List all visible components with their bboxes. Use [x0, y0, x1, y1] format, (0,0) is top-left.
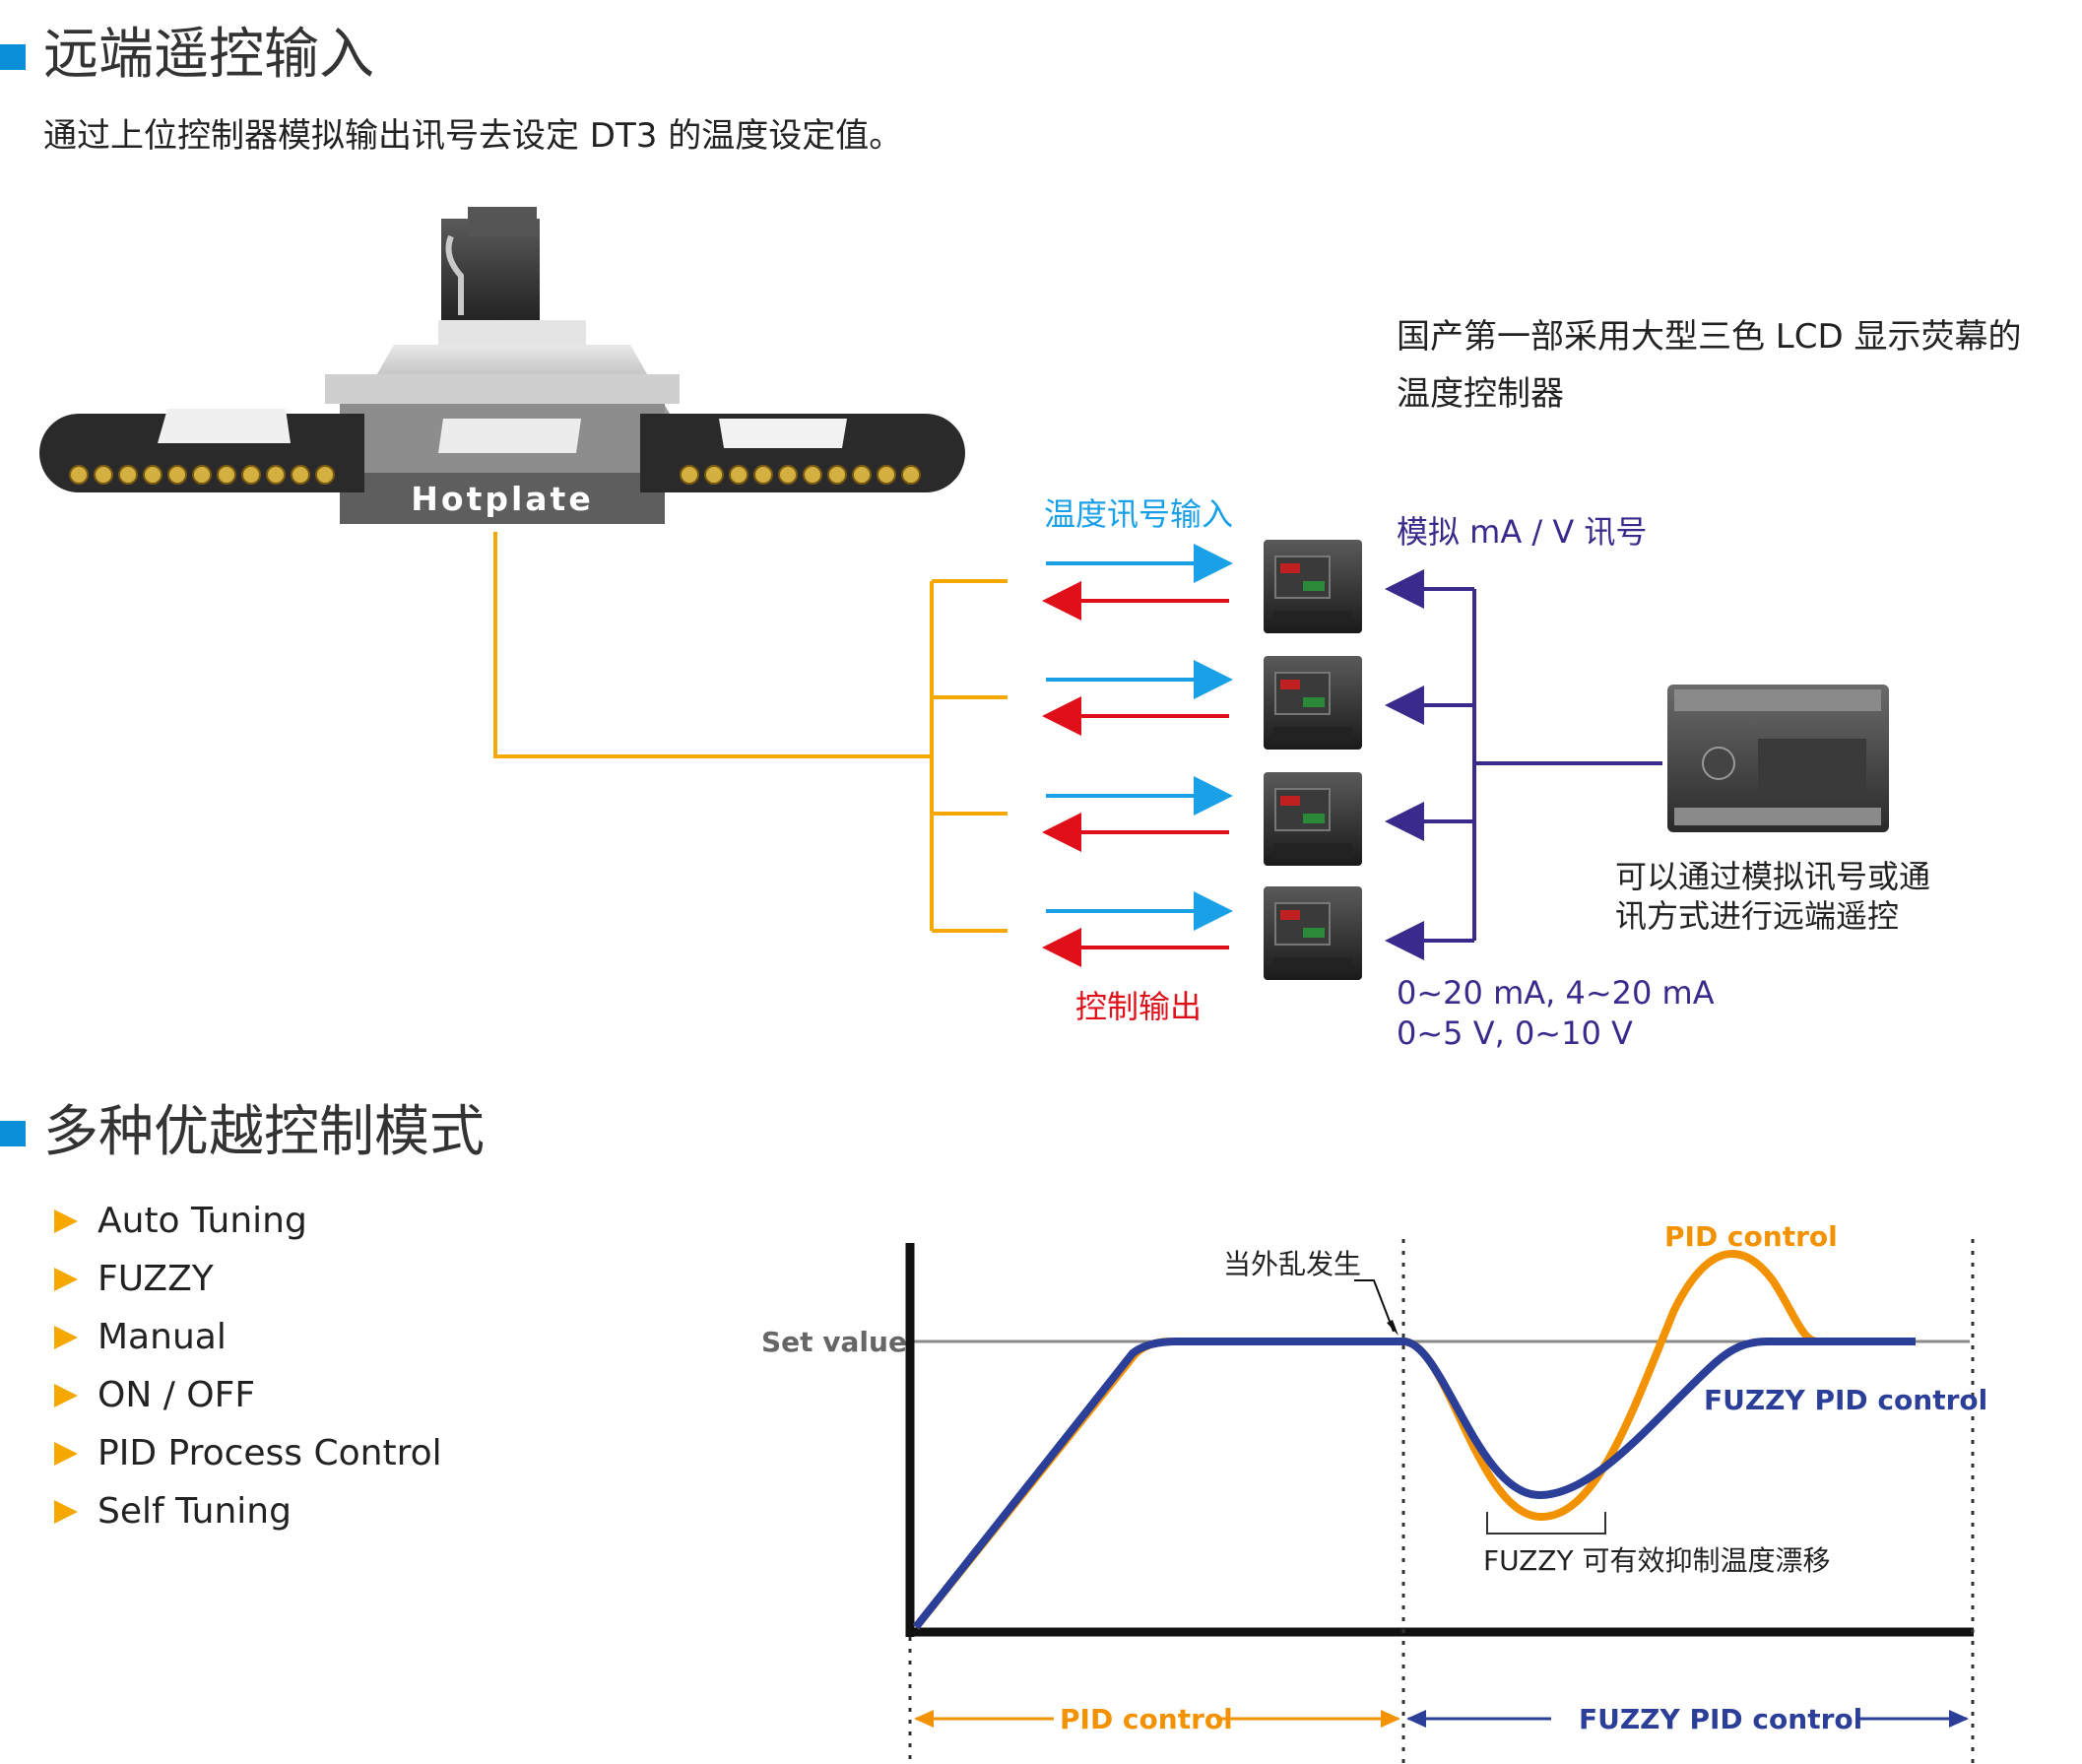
controller-caption: 国产第一部采用大型三色 LCD 显示荧幕的 温度控制器: [1397, 308, 2021, 423]
temp-input-label: 温度讯号输入: [1044, 495, 1234, 533]
section-marker: [0, 44, 26, 70]
dt3-controllers: [1264, 540, 1362, 980]
signal-range-voltage: 0~5 V, 0~10 V: [1397, 1014, 1633, 1052]
controller-caption-line2: 温度控制器: [1397, 374, 1564, 414]
mode-label: Self Tuning: [98, 1491, 292, 1532]
mode-label: Auto Tuning: [98, 1201, 307, 1241]
section1-title: 远端遥控输入: [43, 23, 374, 87]
signal-arrows: [1042, 544, 1233, 967]
hotplate-label: Hotplate: [411, 480, 594, 518]
triangle-bullet-icon: [54, 1383, 78, 1407]
mode-item: Self Tuning: [54, 1482, 442, 1540]
triangle-bullet-icon: [54, 1441, 78, 1466]
plc-caption: 可以通过模拟讯号或通 讯方式进行远端遥控: [1615, 857, 1930, 936]
mode-label: ON / OFF: [98, 1375, 256, 1415]
disturbance-label: 当外乱发生: [1223, 1248, 1362, 1280]
triangle-bullet-icon: [54, 1209, 78, 1233]
section1-subtitle: 通过上位控制器模拟输出讯号去设定 DT3 的温度设定值。: [43, 116, 903, 156]
mode-label: FUZZY: [98, 1259, 214, 1299]
signal-range-current: 0~20 mA, 4~20 mA: [1397, 974, 1715, 1012]
mode-label: PID Process Control: [98, 1433, 442, 1473]
section-marker: [0, 1121, 26, 1146]
hotplate-machine-illustration: [39, 207, 965, 524]
analog-signal-label: 模拟 mA / V 讯号: [1397, 513, 1648, 551]
mode-label: Manual: [98, 1317, 227, 1357]
mode-item: PID Process Control: [54, 1424, 442, 1482]
bottom-pid-label: PID control: [1060, 1703, 1233, 1735]
triangle-bullet-icon: [54, 1499, 78, 1524]
mode-item: ON / OFF: [54, 1366, 442, 1424]
analog-signal-bus: [1385, 569, 1662, 960]
bottom-fuzzy-label: FUZZY PID control: [1579, 1703, 1863, 1735]
triangle-bullet-icon: [54, 1267, 78, 1291]
signal-range-list: 0~20 mA, 4~20 mA 0~5 V, 0~10 V: [1397, 973, 1715, 1054]
controller-caption-line1: 国产第一部采用大型三色 LCD 显示荧幕的: [1397, 317, 2022, 357]
triangle-bullet-icon: [54, 1325, 78, 1349]
mode-item: Manual: [54, 1308, 442, 1366]
fuzzy-curve-label: FUZZY PID control: [1704, 1384, 1988, 1416]
control-mode-list: Auto Tuning FUZZY Manual ON / OFF PID Pr…: [54, 1192, 442, 1540]
plc-device: [1667, 685, 1889, 832]
pid-curve-label: PID control: [1664, 1220, 1838, 1253]
fuzzy-note: FUZZY 可有效抑制温度漂移: [1483, 1544, 1831, 1577]
set-value-label: Set value: [761, 1326, 907, 1358]
control-output-label: 控制输出: [1075, 988, 1203, 1025]
section2-title: 多种优越控制模式: [43, 1100, 485, 1164]
thermocouple-wiring: [493, 532, 1008, 933]
mode-item: Auto Tuning: [54, 1192, 442, 1250]
control-response-chart: [905, 1239, 1975, 1764]
plc-caption-line2: 讯方式进行远端遥控: [1615, 897, 1900, 935]
mode-item: FUZZY: [54, 1250, 442, 1308]
fuzzy-response-curve: [912, 1338, 1916, 1630]
plc-caption-line1: 可以通过模拟讯号或通: [1615, 858, 1931, 895]
